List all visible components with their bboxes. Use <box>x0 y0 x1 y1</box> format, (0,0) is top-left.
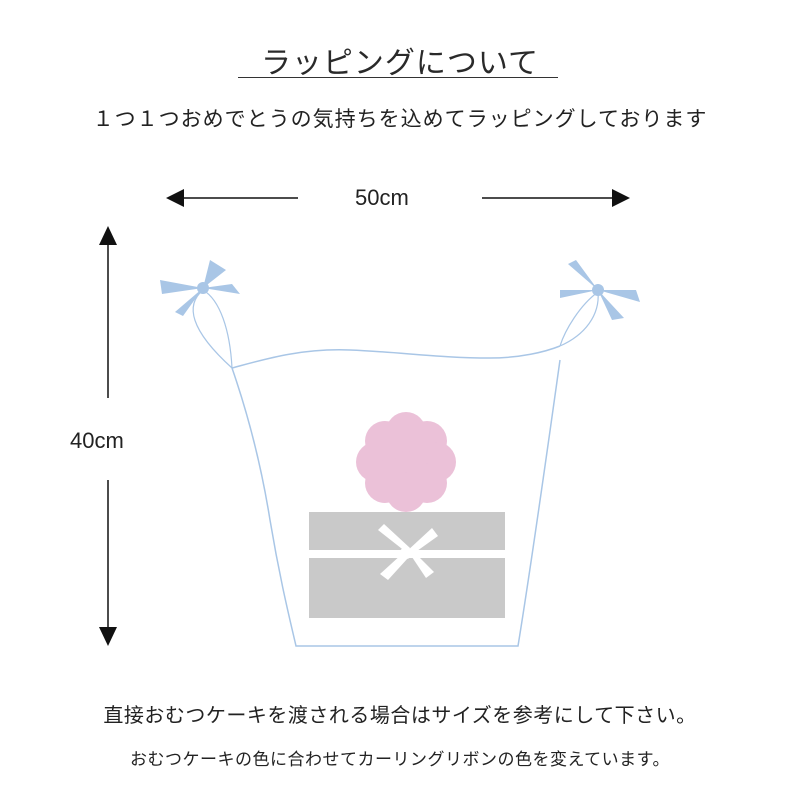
left-bow-icon <box>160 260 240 316</box>
width-label: 50cm <box>355 185 409 210</box>
height-arrow <box>99 226 117 646</box>
gift-box <box>309 512 505 618</box>
gift-bag-outline <box>231 359 561 647</box>
gift-bag-mouth <box>231 345 561 369</box>
width-arrow <box>166 189 630 207</box>
title-underline <box>238 77 558 78</box>
height-label: 40cm <box>70 428 124 453</box>
page-subtitle: １つ１つおめでとうの気持ちを込めてラッピングしております <box>92 107 708 131</box>
size-note: 直接おむつケーキを渡される場合はサイズを参考にして下さい。 <box>103 703 697 727</box>
left-ribbon-string <box>192 289 233 369</box>
ribbon-note: おむつケーキの色に合わせてカーリングリボンの色を変えています。 <box>130 750 670 770</box>
flower-icon <box>356 412 456 512</box>
page-title: ラッピングについて <box>260 46 540 81</box>
box-bow-icon <box>378 524 438 580</box>
right-bow-icon <box>560 260 640 320</box>
right-ribbon-string <box>559 291 599 347</box>
